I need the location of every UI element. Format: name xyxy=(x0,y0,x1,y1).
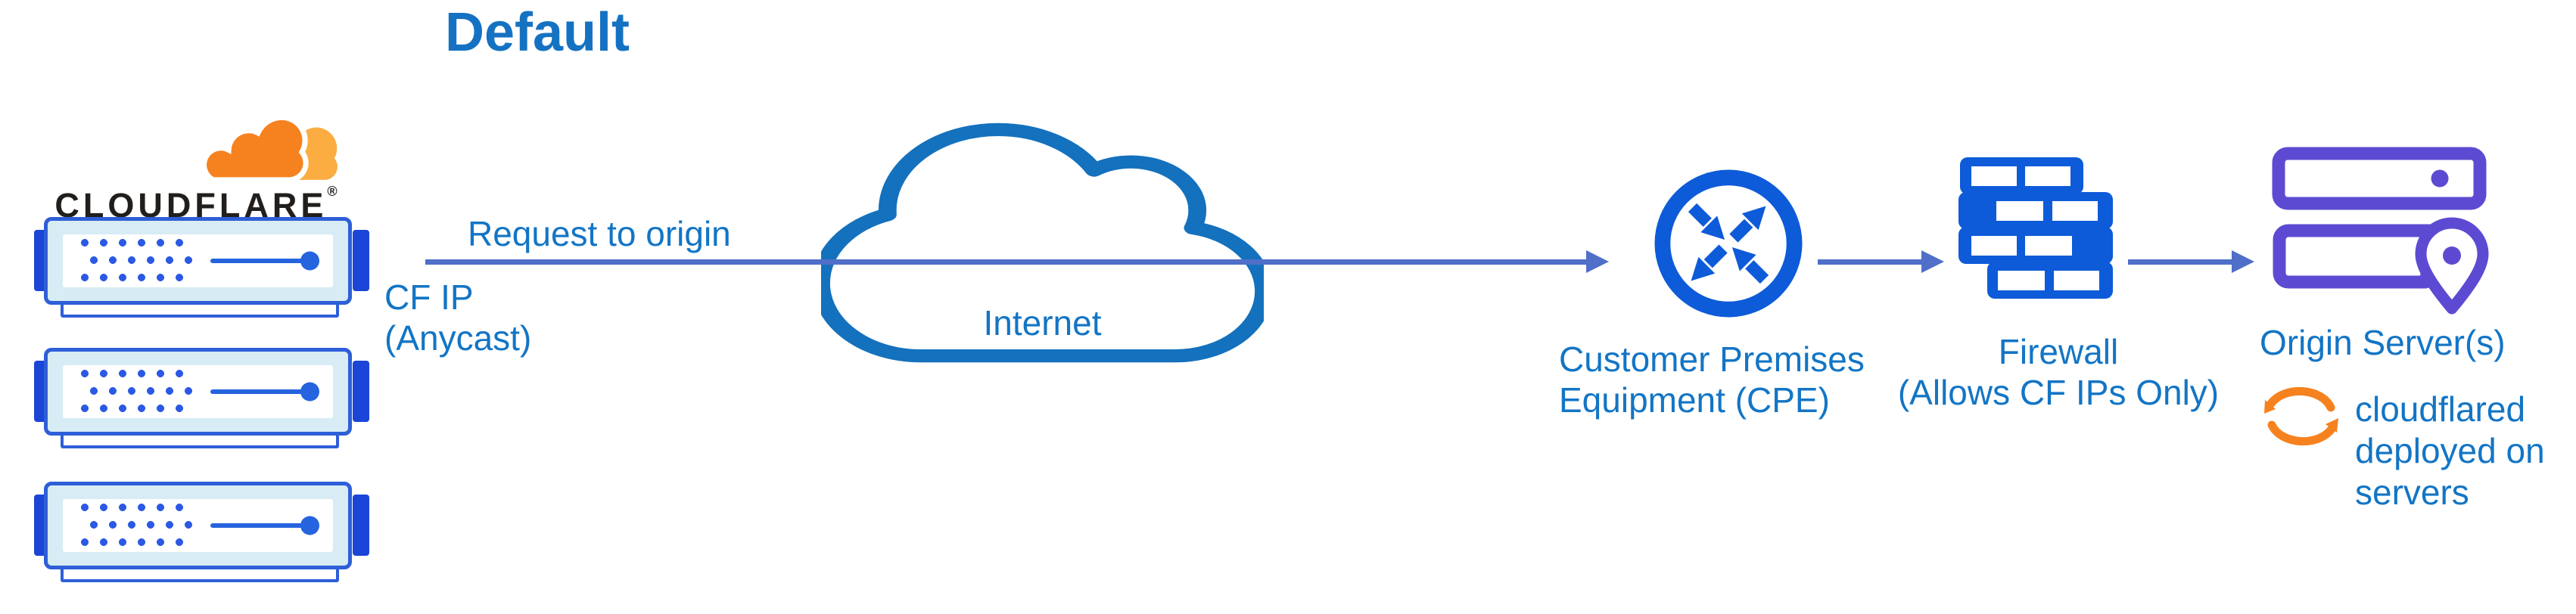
registered-mark: ® xyxy=(327,184,338,199)
request-arrow-head xyxy=(1586,250,1609,273)
server-faceplate xyxy=(63,234,333,287)
server-faceplate xyxy=(63,365,333,418)
firewall-to-origin-arrow-head xyxy=(2232,250,2254,273)
server-power-dot-icon xyxy=(300,516,319,535)
server-body xyxy=(44,348,352,436)
page-title: Default xyxy=(445,2,630,63)
server-right-tab xyxy=(353,230,369,291)
cpe-label-line1: Customer Premises xyxy=(1559,340,1865,379)
server-power-dot-icon xyxy=(300,382,319,402)
router-arrows xyxy=(1688,203,1769,284)
cpe-label: Customer Premises Equipment (CPE) xyxy=(1559,339,1865,420)
cpe-label-line2: Equipment (CPE) xyxy=(1559,380,1830,420)
server-slot-icon xyxy=(210,389,303,394)
cloudflared-label: cloudflared deployed on servers xyxy=(2355,389,2545,513)
cloudflare-server-icon xyxy=(34,348,369,454)
request-arrow-line xyxy=(425,259,1587,265)
internet-label: Internet xyxy=(983,303,1102,343)
cloudflare-server-icon xyxy=(34,482,369,588)
server-faceplate xyxy=(63,499,333,552)
request-to-origin-label: Request to origin xyxy=(468,214,731,253)
cloudflare-logo-icon xyxy=(201,114,338,183)
cloudflared-label-line1: cloudflared xyxy=(2355,389,2526,429)
server-slot-icon xyxy=(210,523,303,528)
firewall-brick-icon xyxy=(1958,157,2113,299)
cloudflare-server-icon xyxy=(34,217,369,323)
server-body xyxy=(44,217,352,305)
internet-cloud-icon xyxy=(821,122,1264,363)
server-vents-icon xyxy=(79,237,194,284)
cloudflared-label-line3: servers xyxy=(2355,473,2469,512)
server-slot-icon xyxy=(210,259,303,263)
server-right-tab xyxy=(353,361,369,422)
server-body xyxy=(44,482,352,569)
cpe-router-icon xyxy=(1654,169,1803,318)
cpe-to-firewall-arrow-head xyxy=(1921,250,1944,273)
firewall-label-line2: (Allows CF IPs Only) xyxy=(1897,373,2220,412)
cf-ip-anycast-label: CF IP (Anycast) xyxy=(384,277,531,358)
cf-ip-line1: CF IP xyxy=(384,278,474,317)
cf-ip-line2: (Anycast) xyxy=(384,318,532,358)
origin-servers-icon xyxy=(2272,147,2489,315)
server-vents-icon xyxy=(79,368,194,415)
server-right-tab xyxy=(353,495,369,556)
server-power-dot-icon xyxy=(300,251,319,271)
firewall-label-line1: Firewall xyxy=(1998,332,2119,371)
server-vents-icon xyxy=(79,502,194,549)
location-pin-icon xyxy=(2415,217,2489,315)
firewall-label: Firewall (Allows CF IPs Only) xyxy=(1888,331,2229,413)
origin-label: Origin Server(s) xyxy=(2260,323,2506,362)
firewall-to-origin-arrow-line xyxy=(2128,259,2232,265)
cloudflared-label-line2: deployed on xyxy=(2355,431,2545,470)
cloudflared-sync-icon xyxy=(2264,386,2338,446)
cpe-to-firewall-arrow-line xyxy=(1818,259,1922,265)
